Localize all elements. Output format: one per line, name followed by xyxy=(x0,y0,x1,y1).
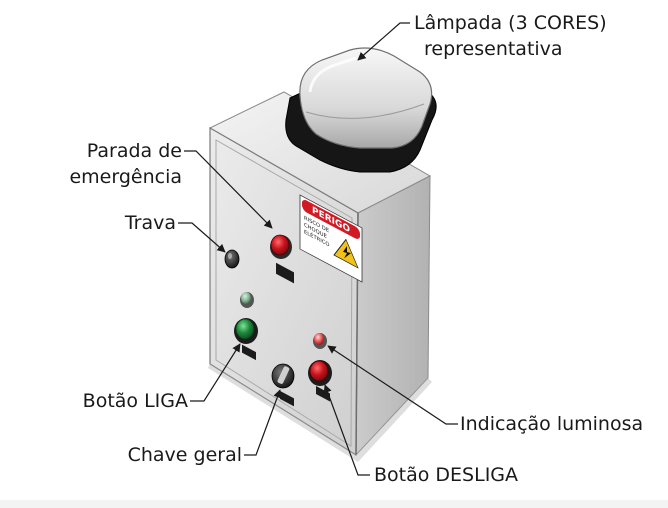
leader-lines xyxy=(178,22,458,476)
start-button-component xyxy=(234,318,258,361)
lamp-dome xyxy=(299,47,433,149)
labels: Lâmpada (3 CORES) representativa Parada … xyxy=(69,12,643,486)
label-start-button: Botão LIGA xyxy=(83,390,188,412)
warning-sign: PERIGO RISCO DE CHOQUE ELÉTRICO xyxy=(299,194,363,283)
enclosure-side-face xyxy=(355,175,431,457)
stop-button-tag xyxy=(316,386,330,402)
start-button xyxy=(235,318,255,340)
label-emergency-line1: Parada de xyxy=(87,140,182,162)
bottom-band xyxy=(0,500,668,508)
stop-button-component xyxy=(308,360,332,402)
enclosure-door-frame xyxy=(215,139,353,447)
lock-knob xyxy=(224,249,240,269)
label-indicator: Indicação luminosa xyxy=(460,413,643,435)
high-voltage-icon xyxy=(333,238,359,269)
lamp-leader xyxy=(357,22,410,61)
stop-button xyxy=(309,360,329,382)
stop-leader xyxy=(323,384,370,476)
label-lock: Trava xyxy=(124,212,176,234)
indicator-leader xyxy=(327,345,458,425)
lock-keyhole xyxy=(228,253,232,259)
lightning-bolt-icon xyxy=(343,245,351,259)
lock-leader xyxy=(178,222,226,253)
green-pilot-lens xyxy=(241,292,251,304)
label-main-switch: Chave geral xyxy=(128,444,242,466)
emergency-stop-tag xyxy=(276,262,294,284)
label-stop-button: Botão DESLIGA xyxy=(374,464,518,486)
green-pilot-light xyxy=(240,292,254,308)
emergency-stop-button xyxy=(270,234,290,256)
label-emergency-line2: emergência xyxy=(69,166,182,188)
lamp-highlight xyxy=(308,56,357,93)
switch-leader xyxy=(244,389,282,456)
enclosure-shadow xyxy=(208,364,432,462)
emergency-stop-component xyxy=(270,234,294,284)
main-switch-tag xyxy=(280,390,294,407)
label-lamp-line1: Lâmpada (3 CORES) xyxy=(414,12,607,34)
lamp-seam xyxy=(305,103,425,119)
indicator-light-lens xyxy=(314,333,324,345)
main-switch-component xyxy=(271,363,295,407)
start-button-tag xyxy=(242,344,256,361)
indicator-light-component xyxy=(313,333,327,349)
label-lamp-line2: representativa xyxy=(424,38,563,60)
signal-lamp xyxy=(285,47,437,173)
main-switch-handle xyxy=(277,366,290,384)
start-leader xyxy=(190,343,241,402)
emergency-leader xyxy=(184,150,273,229)
warning-sign-banner xyxy=(302,200,360,239)
lock-component xyxy=(224,249,240,269)
